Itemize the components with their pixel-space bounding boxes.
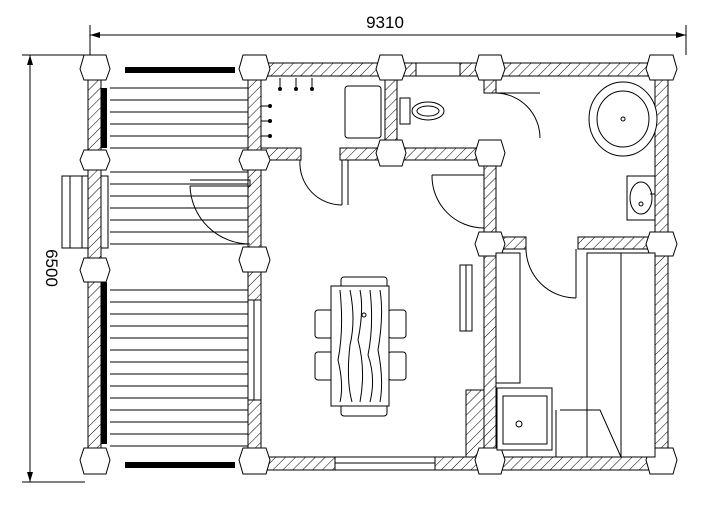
windows	[247, 62, 461, 471]
closet-hook-lines	[261, 78, 313, 137]
width-dimension: 9310	[89, 13, 687, 55]
sauna-benches	[495, 252, 656, 458]
round-tub-icon	[588, 81, 658, 157]
wall-bench	[459, 264, 473, 332]
closet-hooks	[268, 87, 314, 138]
sink-cabinet	[344, 85, 382, 139]
dining-table	[314, 276, 407, 417]
terrace-railing	[101, 67, 235, 468]
toilet-icon	[399, 97, 445, 125]
washbasin-icon	[626, 175, 656, 221]
height-dimension-label: 6500	[42, 249, 61, 287]
doors	[189, 92, 577, 299]
terrace-floorboards	[110, 87, 248, 447]
height-dimension: 6500	[22, 54, 85, 483]
sauna-stove-icon	[496, 387, 553, 451]
width-dimension-label: 9310	[366, 13, 404, 32]
